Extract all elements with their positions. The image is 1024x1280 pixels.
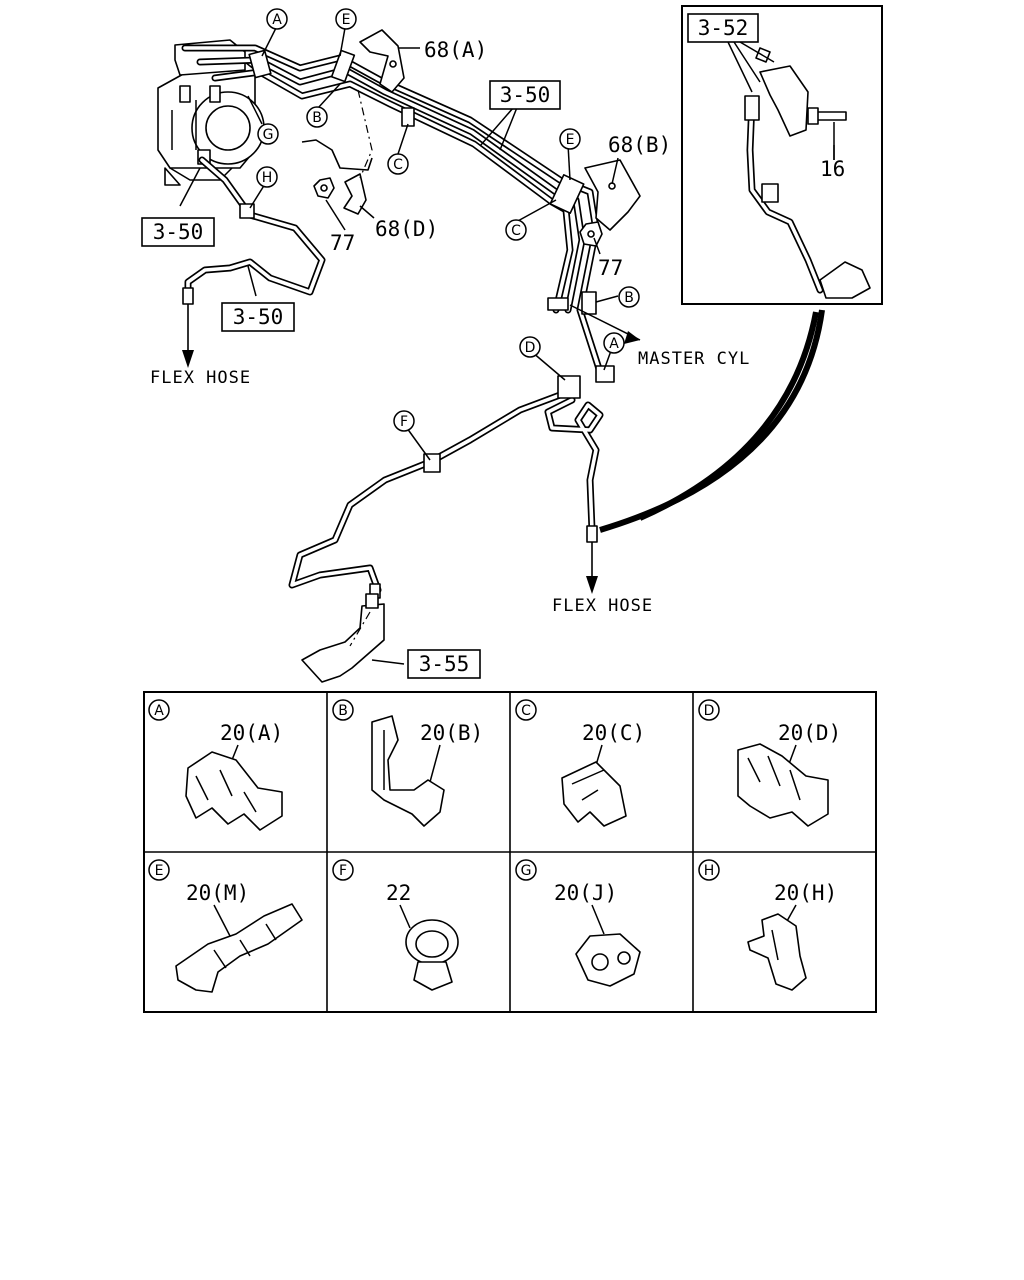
svg-text:3-55: 3-55 bbox=[419, 652, 470, 676]
bracket-68b bbox=[584, 159, 641, 231]
inset-box bbox=[681, 5, 883, 305]
svg-text:B: B bbox=[624, 290, 634, 306]
callout-a-lower: A bbox=[603, 332, 625, 354]
clip-cell-e: E 20(M) bbox=[148, 859, 303, 993]
flow-arrows bbox=[182, 304, 640, 594]
caption-flex-hose-right: FLEX HOSE bbox=[552, 596, 653, 616]
svg-text:20(H): 20(H) bbox=[774, 881, 837, 905]
clip-cell-b: B 20(B) bbox=[332, 699, 483, 827]
callout-d: D bbox=[519, 336, 541, 358]
ref-box-350-top: 3-50 bbox=[489, 80, 561, 110]
callout-b-right: B bbox=[618, 286, 640, 308]
svg-text:A: A bbox=[609, 336, 619, 352]
svg-text:20(M): 20(M) bbox=[186, 881, 249, 905]
svg-text:3-52: 3-52 bbox=[698, 16, 749, 40]
bracket-68d bbox=[301, 139, 373, 215]
ref-box-355: 3-55 bbox=[407, 649, 481, 679]
clip-cell-c: C 20(C) bbox=[515, 699, 645, 827]
svg-text:20(C): 20(C) bbox=[582, 721, 645, 745]
svg-text:E: E bbox=[342, 12, 351, 28]
svg-text:3-50: 3-50 bbox=[233, 305, 284, 329]
pipe-fittings bbox=[182, 287, 598, 599]
svg-text:F: F bbox=[339, 863, 347, 879]
caption-flex-hose-left: FLEX HOSE bbox=[150, 368, 251, 388]
inset-pointer-arc bbox=[599, 309, 825, 533]
label-68b: 68(B) bbox=[608, 133, 671, 157]
callout-f: F bbox=[393, 410, 415, 432]
label-68a: 68(A) bbox=[424, 38, 487, 62]
svg-text:F: F bbox=[400, 414, 408, 430]
svg-text:E: E bbox=[155, 863, 164, 879]
center-lines bbox=[349, 89, 373, 647]
callout-g: G bbox=[257, 123, 279, 145]
label-68d: 68(D) bbox=[375, 217, 438, 241]
svg-text:D: D bbox=[704, 703, 715, 719]
ref-box-350-left: 3-50 bbox=[141, 217, 215, 247]
nut-77-right bbox=[579, 221, 603, 247]
svg-text:20(J): 20(J) bbox=[554, 881, 617, 905]
clip-cell-f: F 22 bbox=[332, 859, 459, 991]
rear-bracket bbox=[301, 593, 385, 683]
ref-box-350-bottom: 3-50 bbox=[221, 302, 295, 332]
abs-hydraulic-unit bbox=[157, 39, 265, 186]
svg-text:G: G bbox=[263, 127, 274, 143]
clip-cell-a: A 20(A) bbox=[148, 699, 283, 831]
callout-c-right: C bbox=[505, 219, 527, 241]
svg-text:20(A): 20(A) bbox=[220, 721, 283, 745]
callout-h: H bbox=[256, 166, 278, 188]
svg-text:C: C bbox=[521, 703, 531, 719]
svg-text:22: 22 bbox=[386, 881, 411, 905]
svg-text:A: A bbox=[154, 703, 164, 719]
callout-e-right: E bbox=[559, 128, 581, 150]
clip-cell-h: H 20(H) bbox=[698, 859, 837, 991]
bracket-68a bbox=[359, 29, 405, 93]
nut-77-left bbox=[313, 177, 335, 199]
clip-cell-g: G 20(J) bbox=[515, 859, 641, 987]
svg-text:H: H bbox=[704, 863, 715, 879]
svg-text:C: C bbox=[511, 223, 521, 239]
clip-cell-d: D 20(D) bbox=[698, 699, 841, 827]
inset-pointer-arc-thick bbox=[638, 311, 819, 521]
label-16: 16 bbox=[820, 157, 845, 181]
callout-b-top: B bbox=[306, 106, 328, 128]
label-77-right: 77 bbox=[598, 256, 623, 280]
svg-text:B: B bbox=[338, 703, 348, 719]
svg-text:H: H bbox=[262, 170, 273, 186]
svg-text:3-50: 3-50 bbox=[500, 83, 551, 107]
svg-text:20(D): 20(D) bbox=[778, 721, 841, 745]
svg-text:3-50: 3-50 bbox=[153, 220, 204, 244]
svg-text:A: A bbox=[272, 12, 282, 28]
svg-text:E: E bbox=[566, 132, 575, 148]
caption-master-cyl: MASTER CYL bbox=[638, 349, 750, 369]
callout-e-top: E bbox=[335, 8, 357, 30]
callout-c-mid: C bbox=[387, 153, 409, 175]
svg-text:B: B bbox=[312, 110, 322, 126]
ref-box-352: 3-52 bbox=[687, 13, 759, 43]
svg-text:20(B): 20(B) bbox=[420, 721, 483, 745]
callout-a-top: A bbox=[266, 8, 288, 30]
svg-text:D: D bbox=[525, 340, 536, 356]
svg-text:C: C bbox=[393, 157, 403, 173]
label-77-left: 77 bbox=[330, 231, 355, 255]
svg-text:G: G bbox=[521, 863, 532, 879]
